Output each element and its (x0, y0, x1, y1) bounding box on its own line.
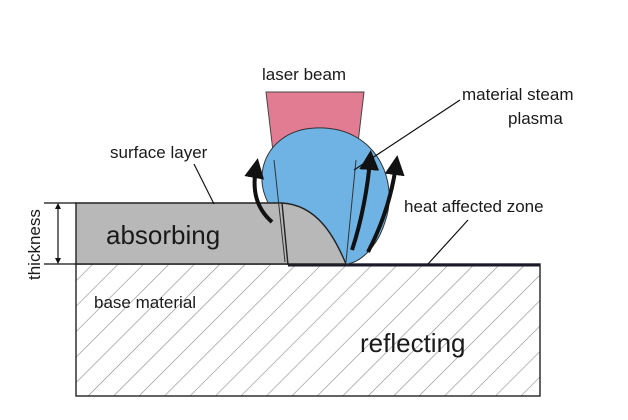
label-thickness: thickness (25, 209, 44, 280)
base-material-block (75, 263, 541, 397)
ablation-edge (281, 202, 289, 266)
label-reflecting: reflecting (360, 328, 466, 358)
label-base-material: base material (94, 293, 196, 312)
label-laser-beam: laser beam (262, 65, 346, 84)
label-plasma: plasma (508, 109, 563, 128)
surface-layer-block (75, 202, 348, 265)
plume-arrow-left (244, 158, 274, 224)
plume-arrow-right-2 (366, 155, 405, 253)
label-material-steam: material steam (462, 85, 573, 104)
plume-arrow-right-1 (350, 150, 380, 251)
label-heat-affected-zone: heat affected zone (404, 197, 544, 216)
leader-heat-zone (427, 219, 469, 265)
leader-material-steam (353, 99, 461, 171)
beam-edge-right (345, 159, 357, 263)
label-absorbing: absorbing (106, 220, 220, 250)
leader-surface-layer (193, 163, 215, 205)
beam-edge-left (273, 159, 286, 263)
label-surface-layer: surface layer (110, 143, 208, 162)
